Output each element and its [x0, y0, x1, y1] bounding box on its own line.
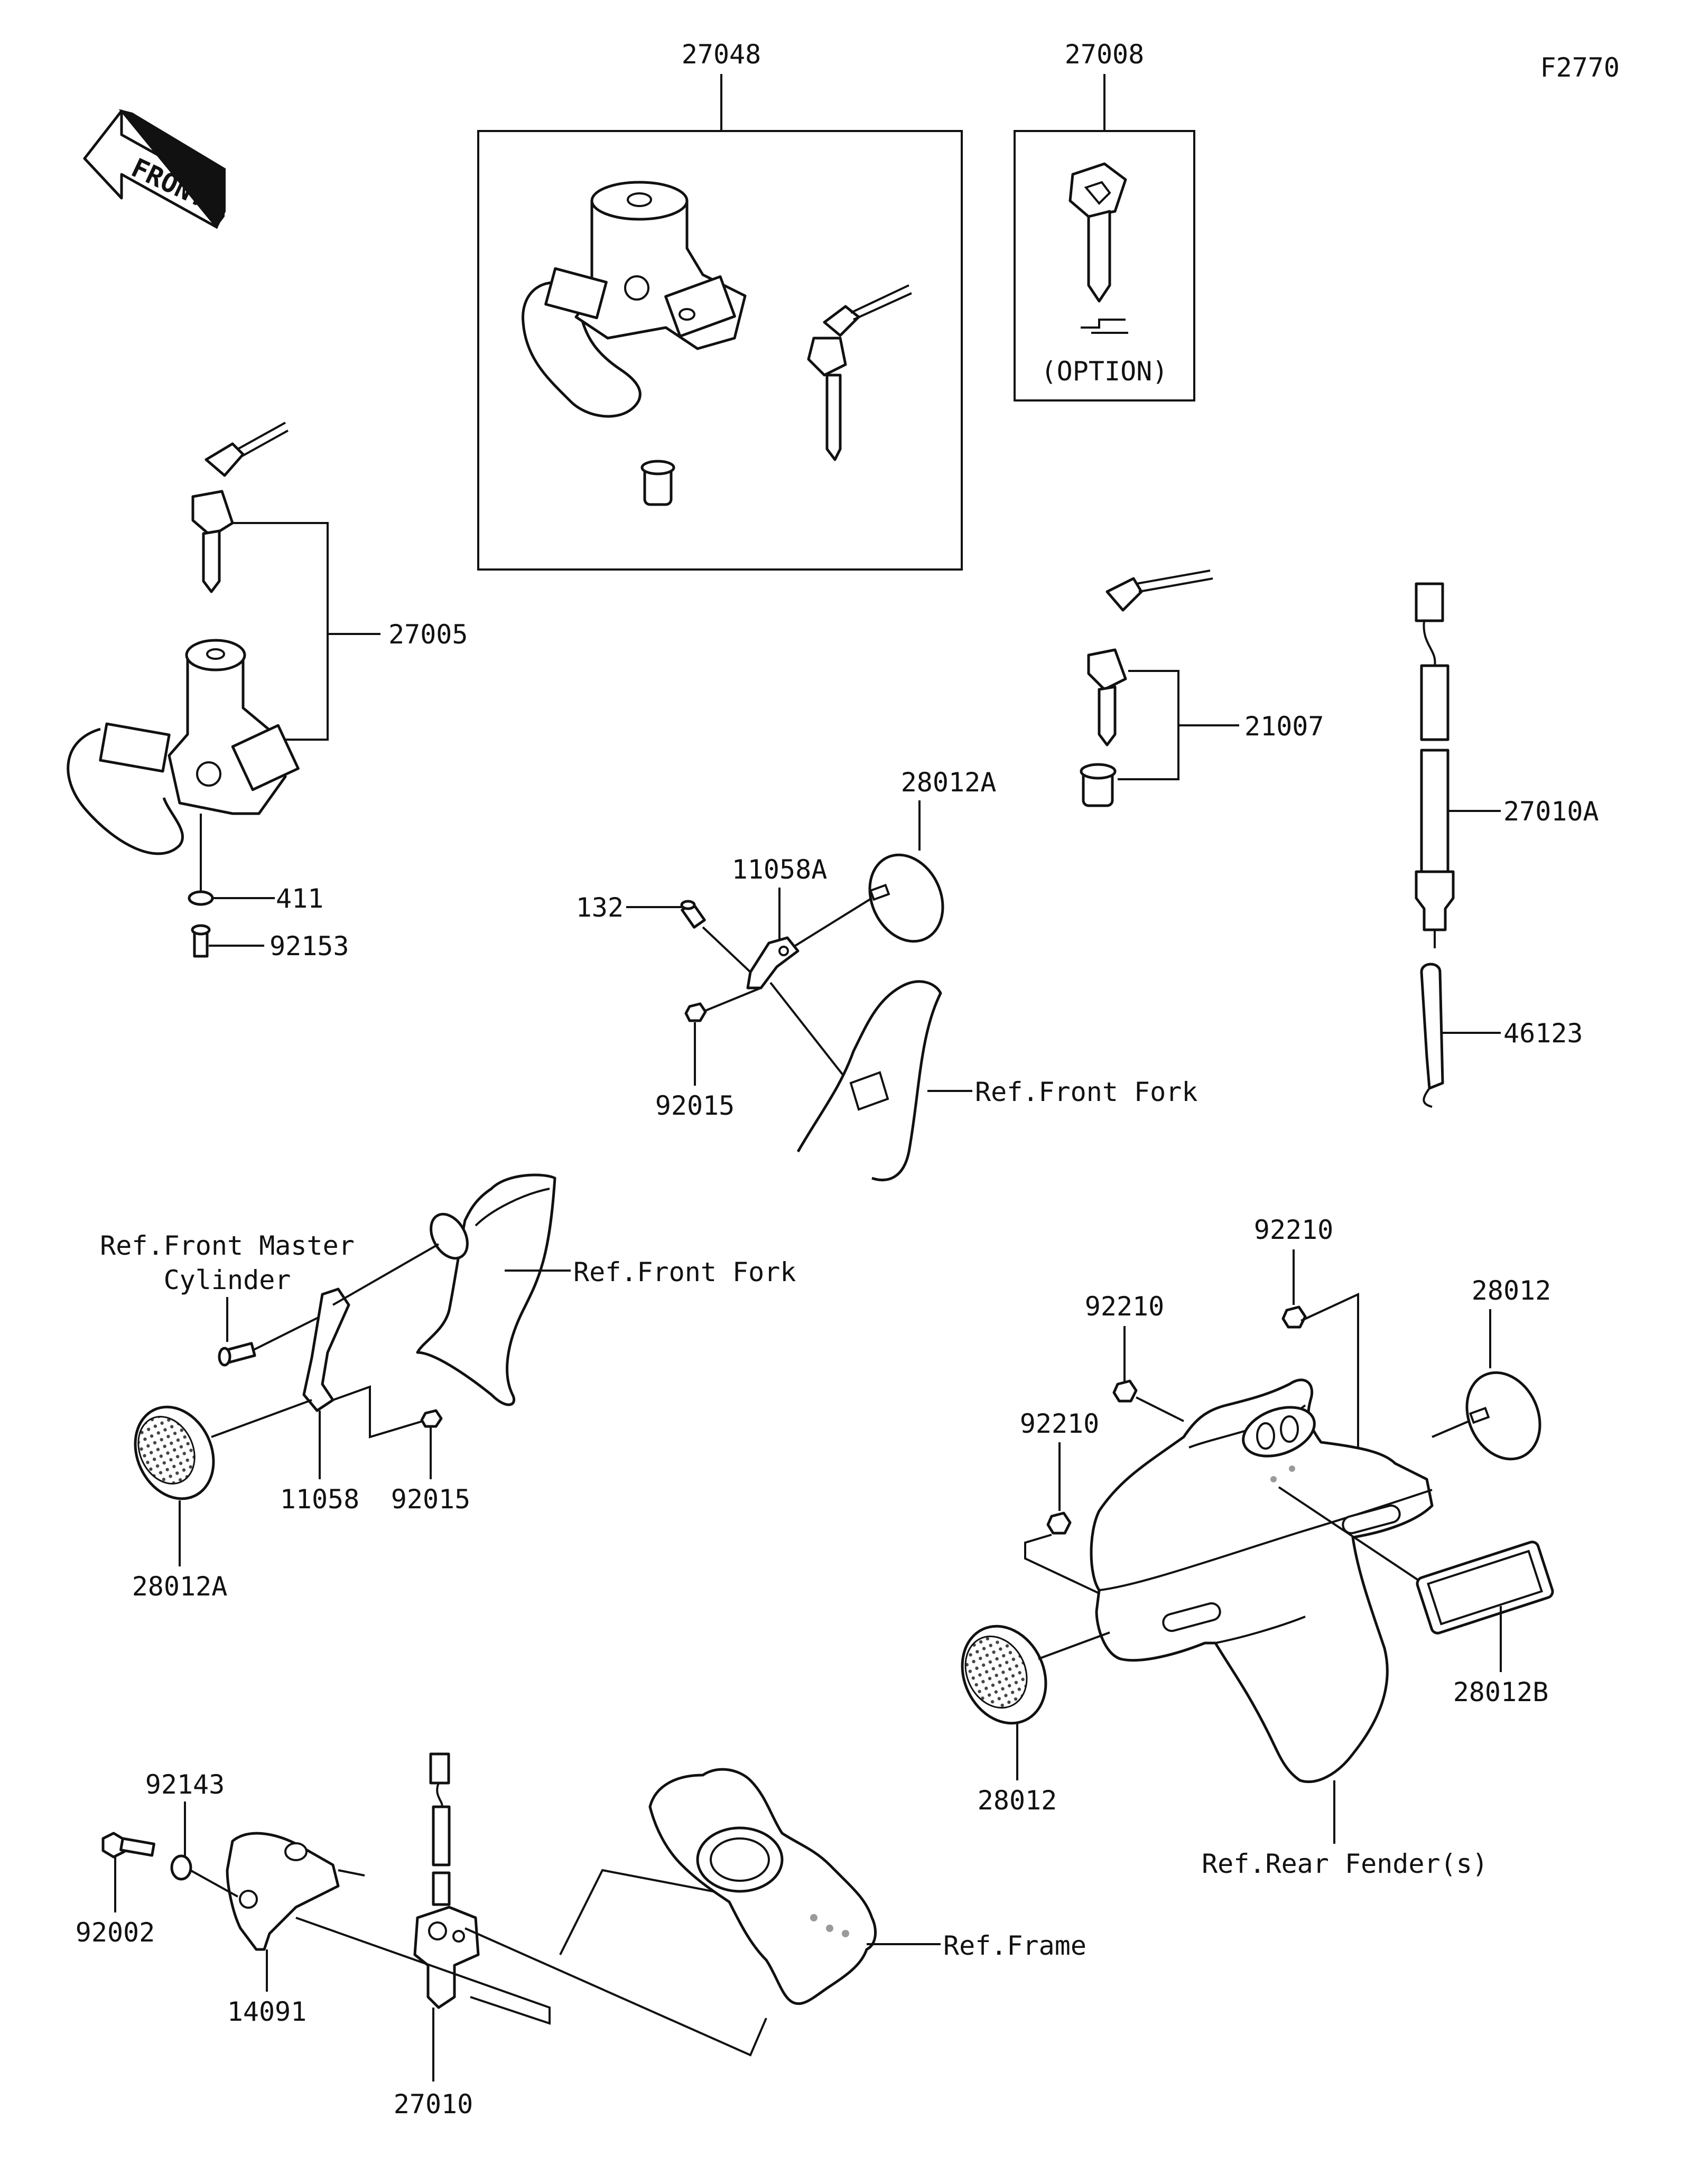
part-27008-group: 27008 (OPTION)	[1014, 39, 1195, 402]
label-21007: 21007	[1244, 711, 1324, 742]
label-92002: 92002	[76, 1917, 155, 1948]
part-sidestand-switch-group: 92143 92002 14091 27010	[76, 1752, 1086, 2120]
label-411: 411	[276, 883, 323, 914]
ref-front-master-2: Cylinder	[164, 1265, 291, 1295]
lock-cylinder-21007-icon	[1080, 763, 1117, 807]
ignition-switch-27005-icon	[67, 639, 300, 855]
spring-46123-icon	[1420, 963, 1444, 1090]
switch-27010A-icon	[1415, 870, 1455, 931]
key-blank-icon	[1069, 162, 1127, 303]
box-27008	[1014, 130, 1195, 402]
label-28012-bottom: 28012	[978, 1785, 1057, 1816]
bolt-master-cylinder-icon	[218, 1342, 256, 1367]
label-14091: 14091	[227, 1996, 307, 2027]
label-28012A-mid: 28012A	[132, 1571, 228, 1602]
label-92015-mid: 92015	[391, 1484, 471, 1515]
label-92015-top: 92015	[655, 1090, 735, 1121]
nut-92210-b-icon	[1112, 1379, 1138, 1403]
cover-14091-icon	[226, 1832, 340, 1951]
connector-27010A-icon	[1415, 582, 1444, 622]
label-92153: 92153	[270, 931, 349, 962]
bracket-11058-icon	[302, 1287, 350, 1412]
label-27008: 27008	[1065, 39, 1145, 70]
nut-92015-mid-icon	[420, 1409, 443, 1428]
label-27010: 27010	[394, 2089, 473, 2120]
washer-92143-icon	[170, 1854, 192, 1881]
reflector-28012-right-icon	[1465, 1371, 1541, 1461]
label-27010A: 27010A	[1503, 796, 1599, 827]
part-rear-fender-group: 92210 92210 92210 28012	[961, 1215, 1554, 1879]
reflector-28012-bottom-icon	[961, 1625, 1047, 1725]
license-light-icon	[1242, 1406, 1316, 1458]
sidestand-switch-27010-icon	[413, 1752, 480, 2009]
part-front-reflector-mid-group: Ref.Front Master Cylinder Ref.Front Fork…	[100, 1173, 796, 1602]
diagram-code: F2770	[1540, 52, 1620, 83]
bolt-132-icon	[680, 900, 706, 929]
nut-92210-c-icon	[1046, 1511, 1072, 1535]
label-28012A-top: 28012A	[901, 767, 997, 798]
ref-rear-fender: Ref.Rear Fender(s)	[1202, 1849, 1488, 1879]
nut-92210-a-icon	[1281, 1305, 1307, 1329]
bolt-92002-icon	[101, 1832, 155, 1859]
label-92143: 92143	[145, 1769, 225, 1800]
option-label: (OPTION)	[1041, 356, 1168, 387]
part-27010A-group: 27010A	[1415, 582, 1599, 948]
lock-cylinder-icon	[640, 460, 675, 506]
front-fork-top-icon	[796, 980, 942, 1181]
washer-411-icon	[188, 890, 214, 906]
part-21007-group: 21007	[1080, 570, 1324, 807]
screw-92153-icon	[191, 924, 211, 958]
key-profile-icon	[1081, 319, 1128, 334]
front-arrow-icon: FRONT	[83, 109, 226, 229]
key-pair-21007-icon	[1087, 570, 1213, 746]
label-11058A: 11058A	[732, 854, 828, 885]
key-pair-icon	[807, 284, 912, 461]
part-27005-group: 27005 411 92153	[67, 422, 468, 962]
reflector-28012A-mid-icon	[134, 1405, 215, 1500]
key-pair-27005-icon	[191, 422, 289, 593]
ref-front-master-1: Ref.Front Master	[100, 1230, 355, 1261]
ref-front-fork-top: Ref.Front Fork	[975, 1077, 1197, 1107]
label-92210-b: 92210	[1085, 1291, 1165, 1322]
label-11058: 11058	[280, 1484, 360, 1515]
label-28012B: 28012B	[1453, 1677, 1549, 1707]
ref-front-fork-mid: Ref.Front Fork	[573, 1257, 796, 1287]
part-46123-group: 46123	[1420, 963, 1583, 1108]
nut-92015-top-icon	[684, 1002, 707, 1022]
label-92210-c: 92210	[1020, 1408, 1100, 1439]
reflector-28012A-top-icon	[868, 853, 944, 943]
reflector-28012B-icon	[1416, 1541, 1554, 1635]
part-27048-group: 27048	[477, 39, 963, 571]
label-92210-a: 92210	[1254, 1215, 1334, 1245]
front-fork-mid-icon	[416, 1173, 556, 1406]
ignition-switch-icon	[522, 181, 747, 418]
part-front-reflector-upper-group: 28012A 11058A 132 92015 Ref.Front Fork	[576, 767, 1197, 1181]
rear-fender-icon	[1090, 1378, 1434, 1784]
ref-frame: Ref.Frame	[943, 1930, 1086, 1961]
label-132: 132	[576, 892, 624, 923]
bracket-11058A-icon	[746, 936, 800, 990]
label-46123: 46123	[1503, 1018, 1583, 1049]
label-27048: 27048	[682, 39, 761, 70]
label-28012-right: 28012	[1472, 1275, 1551, 1306]
box-27048	[477, 130, 963, 571]
label-27005: 27005	[388, 619, 468, 650]
